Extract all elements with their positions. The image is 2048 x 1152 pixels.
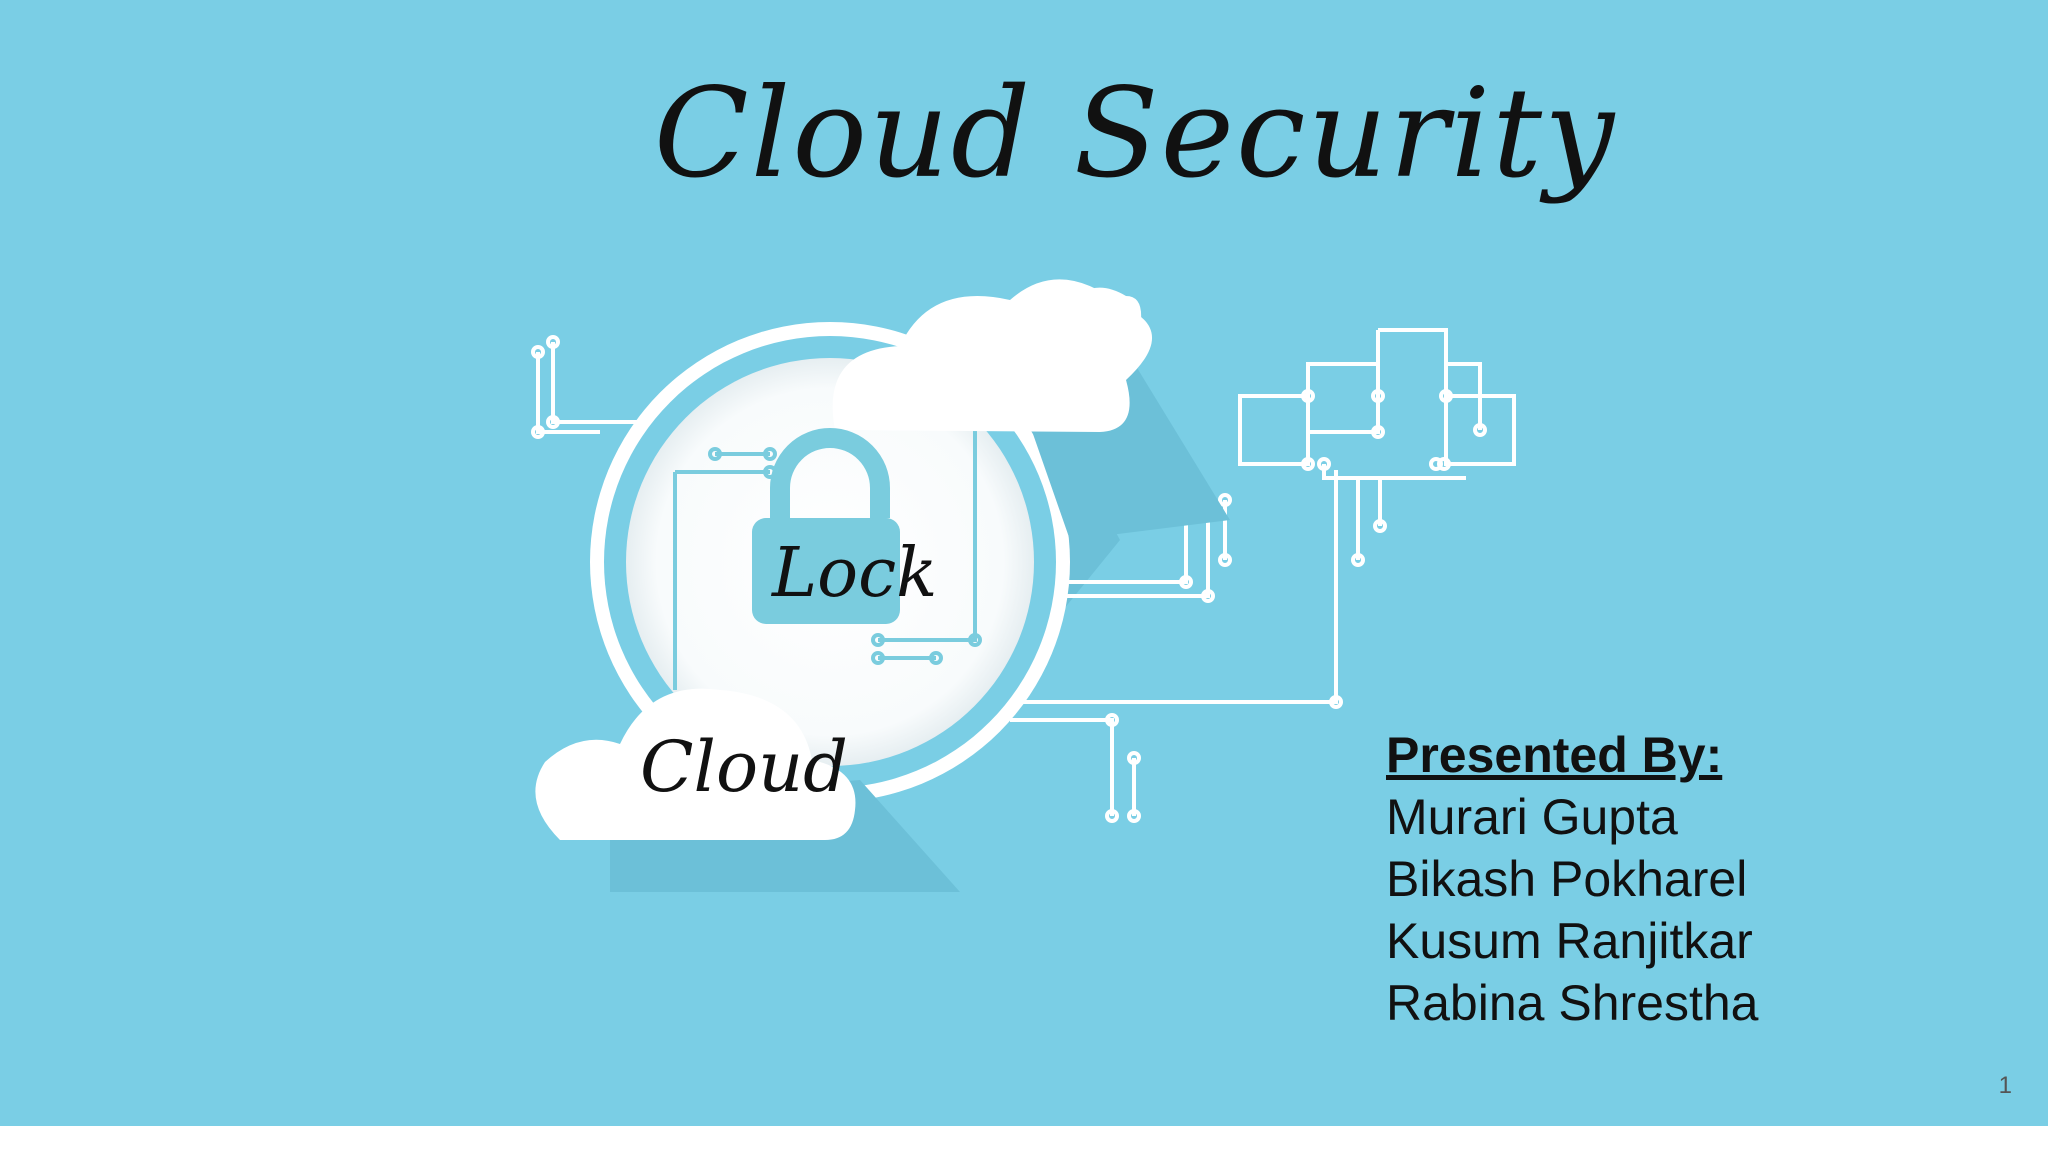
cloud-label: Cloud [640,726,848,808]
presenter-name: Murari Gupta [1386,789,1678,845]
presenter-name: Kusum Ranjitkar [1386,913,1753,969]
slide: Cloud Security Lock Cloud Presented By: … [0,0,2048,1126]
presenter-name: Bikash Pokharel [1386,851,1748,907]
presenters-heading: Presented By: [1386,727,1723,783]
lock-icon [752,428,900,624]
slide-title: Cloud Security [653,62,1617,206]
cloud-icon [535,688,856,840]
circuit-icon [531,335,640,439]
presenter-name: Rabina Shrestha [1386,975,1759,1031]
presenters-block: Presented By: Murari Gupta Bikash Pokhar… [1386,724,1758,1034]
slide-number: 1 [1998,1072,2012,1099]
lock-label: Lock [772,534,938,613]
cloud-security-illustration [531,279,1516,892]
